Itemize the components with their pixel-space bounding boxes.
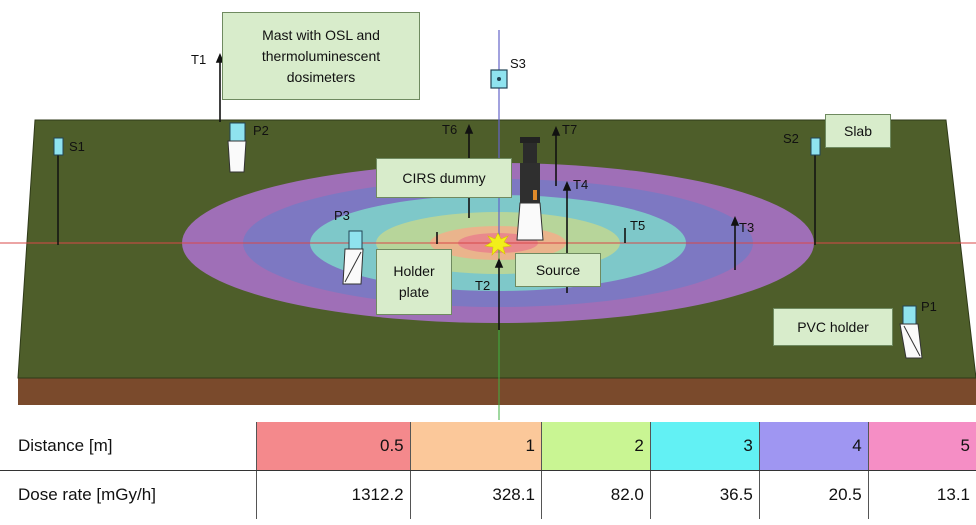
distance-cell: 1 bbox=[409, 422, 542, 471]
distance-cell: 3 bbox=[649, 422, 760, 471]
dose-rate-cell: 36.5 bbox=[649, 470, 760, 519]
source-star-icon bbox=[484, 232, 512, 256]
cirs-dummy-icon bbox=[516, 137, 544, 241]
tag-T2: T2 bbox=[475, 278, 491, 293]
tag-P1: P1 bbox=[921, 299, 937, 314]
distance-cell: 0.5 bbox=[256, 422, 411, 471]
tag-S3: S3 bbox=[510, 56, 526, 71]
cirs-dummy-label: CIRS dummy bbox=[376, 158, 512, 198]
holder-P3-icon bbox=[342, 230, 364, 285]
holder-P2-icon bbox=[227, 122, 247, 173]
arrow-T6-icon bbox=[464, 123, 474, 134]
arrow-T2-icon bbox=[494, 257, 504, 268]
distance-cell: 4 bbox=[758, 422, 869, 471]
tag-P3: P3 bbox=[334, 208, 350, 223]
soil-layer bbox=[18, 378, 976, 405]
dose-rate-cell: 328.1 bbox=[409, 470, 542, 519]
arrow-T4-icon bbox=[562, 180, 572, 191]
dose-table: Distance [m] 0.5 1 2 3 4 5 Dose rate [mG… bbox=[0, 422, 976, 519]
sensor-S3-dot bbox=[497, 77, 501, 81]
tag-T6: T6 bbox=[442, 122, 458, 137]
arrow-T1-icon bbox=[215, 52, 225, 63]
tag-T3: T3 bbox=[739, 220, 755, 235]
tag-P2: P2 bbox=[253, 123, 269, 138]
field-scene bbox=[0, 30, 976, 420]
sensor-S1-icon bbox=[53, 137, 64, 156]
slab-label: Slab bbox=[825, 114, 891, 148]
distance-row: Distance [m] 0.5 1 2 3 4 5 bbox=[0, 422, 976, 471]
holder-P1-icon bbox=[899, 305, 923, 359]
dose-rate-cell: 13.1 bbox=[867, 470, 976, 519]
source-label: Source bbox=[515, 253, 601, 287]
tag-T1: T1 bbox=[191, 52, 207, 67]
tag-T4: T4 bbox=[573, 177, 589, 192]
arrow-T3-icon bbox=[730, 215, 740, 226]
arrow-T7-icon bbox=[551, 125, 561, 136]
mast-label: Mast with OSL and thermoluminescent dosi… bbox=[222, 12, 420, 100]
tag-T5: T5 bbox=[630, 218, 646, 233]
dose-rate-cell: 20.5 bbox=[758, 470, 869, 519]
dose-rate-cell: 82.0 bbox=[540, 470, 651, 519]
sensor-S2-icon bbox=[810, 137, 821, 156]
dose-rate-cell: 1312.2 bbox=[256, 470, 411, 519]
dose-rate-row: Dose rate [mGy/h] 1312.2 328.1 82.0 36.5… bbox=[0, 470, 976, 519]
dose-rate-header: Dose rate [mGy/h] bbox=[18, 485, 156, 504]
tag-T7: T7 bbox=[562, 122, 578, 137]
tag-S2: S2 bbox=[783, 131, 799, 146]
pvc-holder-label: PVC holder bbox=[773, 308, 893, 346]
distance-header: Distance [m] bbox=[0, 422, 257, 471]
distance-cell: 2 bbox=[540, 422, 651, 471]
holder-plate-label: Holder plate bbox=[376, 249, 452, 315]
tag-S1: S1 bbox=[69, 139, 85, 154]
distance-cell: 5 bbox=[867, 422, 976, 471]
